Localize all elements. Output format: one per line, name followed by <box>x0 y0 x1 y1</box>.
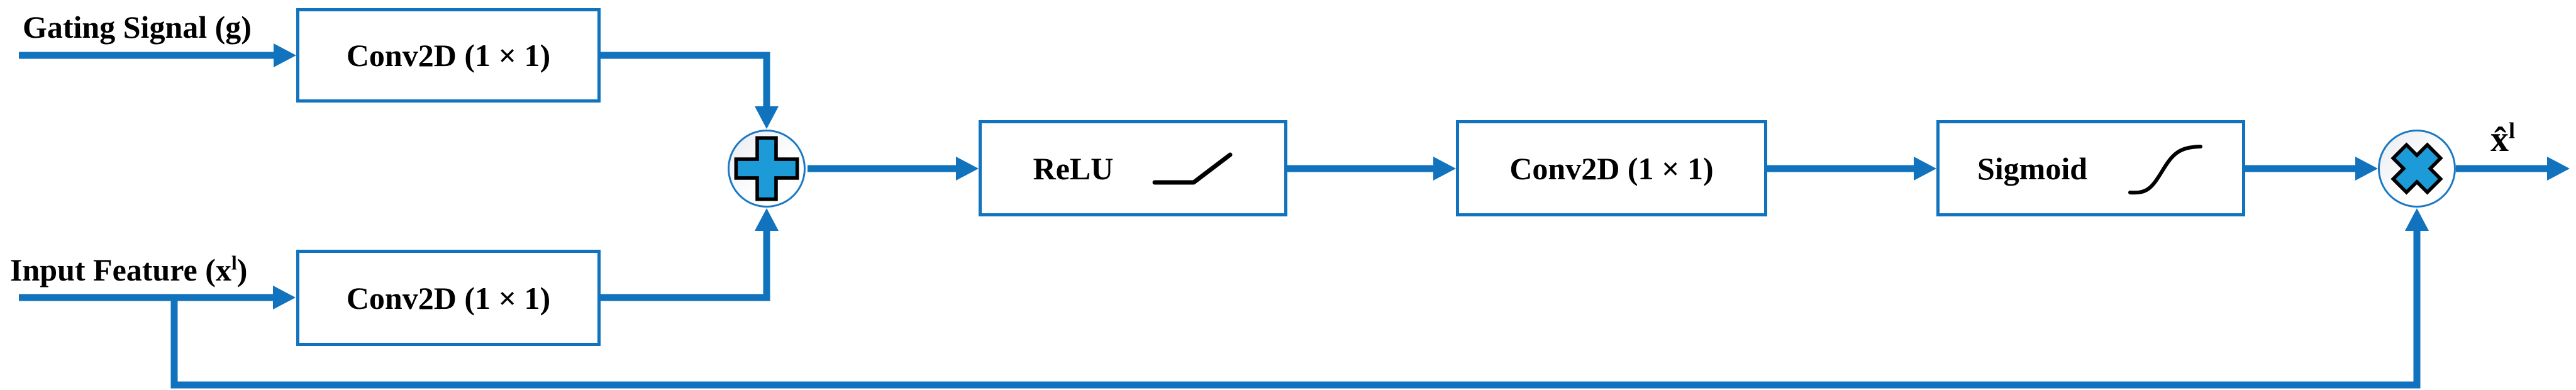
conv-gating-to-add-connector <box>601 52 779 129</box>
multiply-icon <box>2390 142 2443 195</box>
conv-to-sigmoid-arrow <box>1767 157 1936 181</box>
conv-input-to-add-connector <box>601 208 779 301</box>
input-feature-label-text: Input Feature (x <box>10 252 231 287</box>
relu-curve-icon <box>1152 152 1233 184</box>
multiply-operator-node <box>2378 130 2456 208</box>
add-operator-node <box>728 130 806 208</box>
output-label: x̂l <box>2490 118 2515 159</box>
conv2d-mid-box: Conv2D (1 × 1) <box>1456 120 1767 216</box>
relu-box-label: ReLU <box>1033 150 1114 186</box>
conv2d-input-box: Conv2D (1 × 1) <box>296 250 601 346</box>
skip-connection-line <box>170 208 2429 389</box>
relu-to-conv-arrow <box>1287 157 1456 181</box>
conv2d-mid-box-label: Conv2D (1 × 1) <box>1509 150 1714 186</box>
conv2d-gating-box-label: Conv2D (1 × 1) <box>346 38 551 73</box>
output-label-superscript: l <box>2509 118 2515 143</box>
input-feature-arrow <box>19 286 296 309</box>
sigmoid-box-label: Sigmoid <box>1977 150 2088 186</box>
conv2d-gating-box: Conv2D (1 × 1) <box>296 8 601 103</box>
input-feature-superscript: l <box>231 251 237 274</box>
sigmoid-curve-icon <box>2128 144 2203 194</box>
sigmoid-to-multiply-arrow <box>2245 157 2378 181</box>
conv2d-input-box-label: Conv2D (1 × 1) <box>346 280 551 316</box>
input-feature-label: Input Feature (xl) <box>10 251 248 287</box>
gating-signal-label: Gating Signal (g) <box>23 9 252 45</box>
input-feature-label-close: ) <box>236 252 248 287</box>
output-arrow <box>2456 157 2570 181</box>
sigmoid-box: Sigmoid <box>1936 120 2245 216</box>
gating-input-arrow <box>19 43 296 67</box>
add-to-relu-arrow <box>808 157 979 181</box>
plus-icon <box>734 136 799 201</box>
relu-box: ReLU <box>979 120 1287 216</box>
output-label-base: x̂ <box>2490 118 2509 159</box>
